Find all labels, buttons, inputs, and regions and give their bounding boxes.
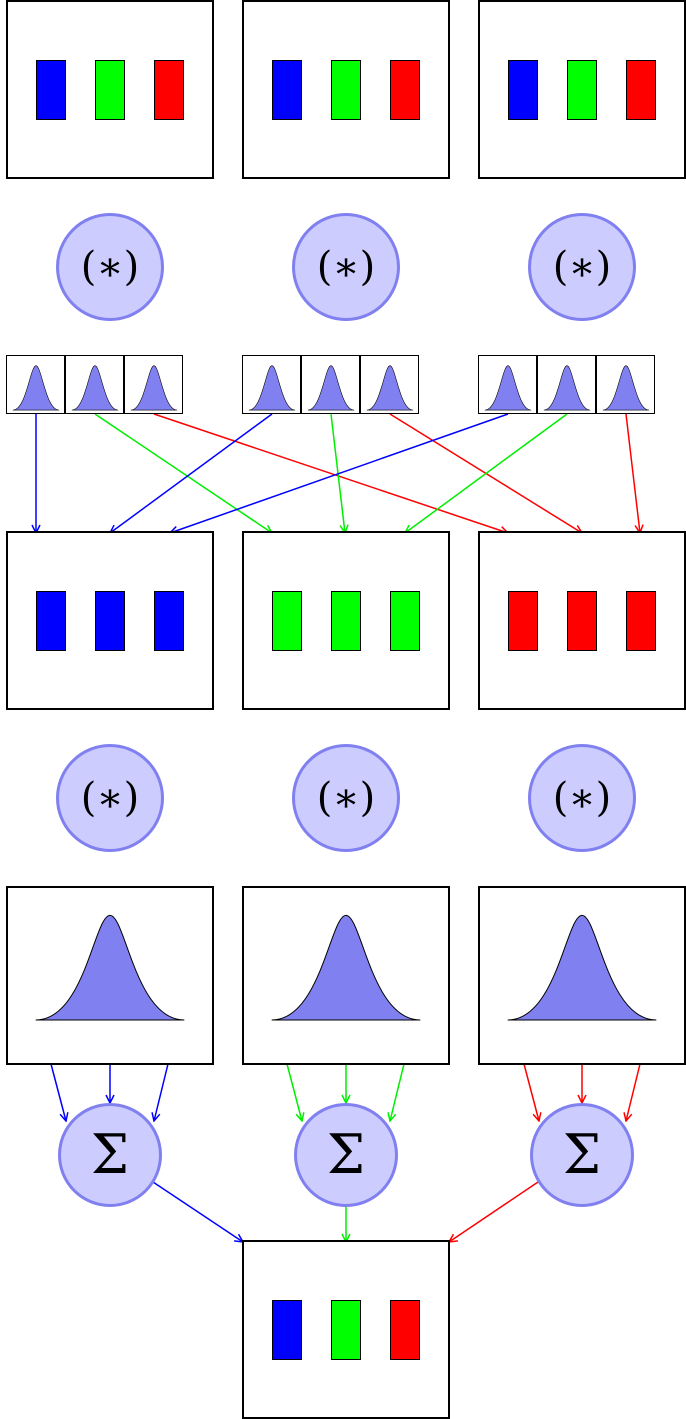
- arrow-blue: [154, 1063, 169, 1121]
- arrow-red: [625, 413, 640, 533]
- arrow-green: [390, 1063, 405, 1121]
- green-channel: [331, 60, 361, 120]
- blue-channel: [154, 591, 184, 651]
- blue-channel: [508, 60, 538, 120]
- blue-channel: [272, 60, 302, 120]
- blue-channel: [272, 1300, 302, 1360]
- gaussian-kernel: [124, 355, 183, 414]
- blue-channel: [95, 591, 125, 651]
- green-channel: [95, 60, 125, 120]
- green-channel: [272, 591, 302, 651]
- green-channel: [567, 60, 597, 120]
- green-channel: [331, 1300, 361, 1360]
- blue-channel-group: [6, 531, 214, 710]
- summation-operator: Σ: [58, 1103, 162, 1207]
- arrow-green: [94, 413, 272, 533]
- blue-channel: [36, 60, 66, 120]
- input-image: [6, 0, 214, 179]
- gaussian-kernel: [478, 355, 537, 414]
- gaussian-kernel: [6, 886, 214, 1065]
- arrow-red: [626, 1063, 641, 1121]
- arrow-red: [523, 1063, 539, 1121]
- input-image: [242, 0, 450, 179]
- arrow-green: [286, 1063, 302, 1121]
- convolution-operator: (∗): [56, 744, 164, 852]
- gaussian-kernel: [6, 355, 65, 414]
- green-channel: [390, 591, 420, 651]
- gaussian-kernel: [242, 886, 450, 1065]
- gaussian-kernel: [537, 355, 596, 414]
- red-channel: [626, 591, 656, 651]
- red-channel: [390, 1300, 420, 1360]
- gaussian-kernel: [478, 886, 686, 1065]
- red-channel: [567, 591, 597, 651]
- summation-operator: Σ: [294, 1103, 398, 1207]
- arrow-blue: [50, 1063, 66, 1121]
- red-channel: [626, 60, 656, 120]
- red-channel: [390, 60, 420, 120]
- convolution-operator: (∗): [528, 213, 636, 321]
- convolution-operator: (∗): [528, 744, 636, 852]
- arrow-blue: [170, 413, 509, 533]
- gaussian-kernel: [242, 355, 301, 414]
- gaussian-kernel: [65, 355, 124, 414]
- output-image: [242, 1240, 450, 1419]
- arrow-blue: [110, 413, 273, 533]
- blue-channel: [36, 591, 66, 651]
- convolution-operator: (∗): [292, 213, 400, 321]
- red-channel-group: [478, 531, 686, 710]
- gaussian-kernel: [596, 355, 655, 414]
- input-image: [478, 0, 686, 179]
- gaussian-kernel: [360, 355, 419, 414]
- red-channel: [154, 60, 184, 120]
- gaussian-kernel: [301, 355, 360, 414]
- convolution-operator: (∗): [292, 744, 400, 852]
- red-channel: [508, 591, 538, 651]
- arrow-blue: [149, 1179, 243, 1242]
- arrow-red: [153, 413, 508, 533]
- arrow-green: [405, 413, 568, 533]
- convolution-operator: (∗): [56, 213, 164, 321]
- summation-operator: Σ: [530, 1103, 634, 1207]
- green-channel-group: [242, 531, 450, 710]
- arrow-red: [449, 1179, 542, 1242]
- green-channel: [331, 591, 361, 651]
